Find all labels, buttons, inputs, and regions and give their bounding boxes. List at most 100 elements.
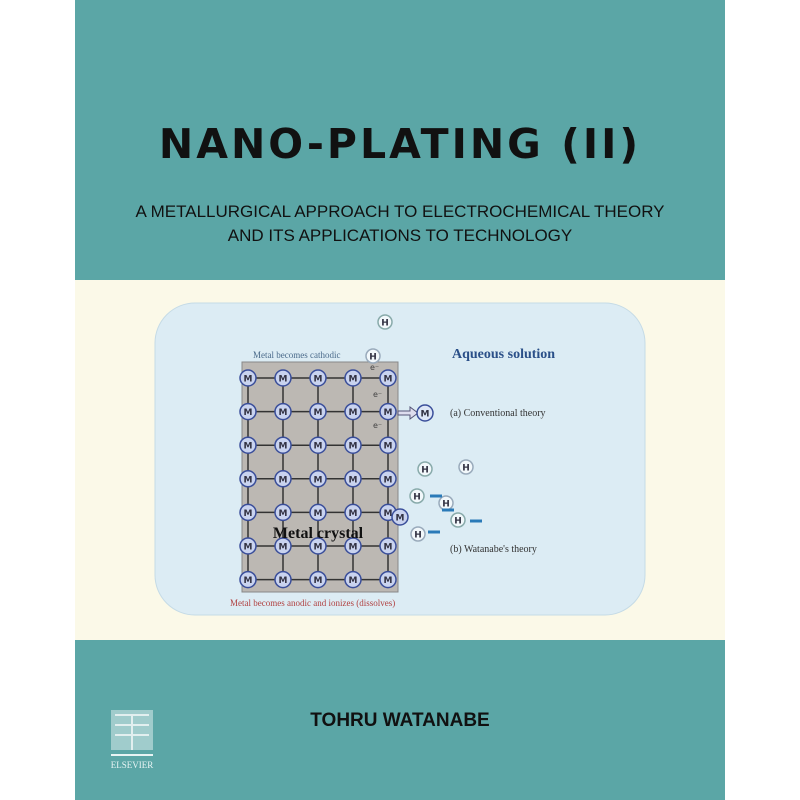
svg-text:M: M [244,509,253,519]
svg-text:M: M [314,442,323,452]
metal-atom: M [239,503,257,522]
metal-atom: M [379,570,397,589]
cathodic-label: Metal becomes cathodic [253,350,340,360]
hydrogen-atom: H [365,348,381,364]
svg-text:M: M [396,514,405,524]
svg-text:H: H [442,500,450,510]
electron-label: e⁻ [370,363,379,372]
metal-atom: M [309,436,327,454]
metal-atom: M [239,470,257,488]
svg-text:M: M [384,509,393,519]
svg-text:M: M [314,475,323,485]
metal-atom: M [344,570,362,589]
svg-text:H: H [421,466,429,476]
svg-text:M: M [279,442,288,452]
svg-text:M: M [384,576,393,586]
metal-atom: M [239,369,257,387]
svg-text:M: M [384,375,393,385]
metal-atom: M [344,503,362,522]
svg-text:H: H [454,517,462,527]
svg-text:M: M [244,475,253,485]
svg-text:M: M [244,543,253,553]
metal-ion: M [391,508,409,526]
svg-text:M: M [244,442,253,452]
metal-atom: M [239,436,257,454]
metal-atom: M [309,503,327,522]
metal-atom: M [274,369,292,387]
subtitle-line-2: AND ITS APPLICATIONS TO TECHNOLOGY [227,226,573,245]
metal-atom: M [379,470,397,488]
svg-text:M: M [384,475,393,485]
metal-atom: M [274,570,292,589]
hydrogen-atom: H [458,459,474,475]
metal-atom: M [379,369,397,387]
theory-b-label: (b) Watanabe's theory [450,544,537,555]
electron-label: e⁻ [373,421,382,430]
aqueous-label: Aqueous solution [452,347,555,362]
svg-text:M: M [314,408,323,418]
metal-atom: M [274,436,292,454]
svg-text:M: M [279,408,288,418]
aqueous-panel [154,302,646,616]
metal-atom: M [239,402,257,421]
hydrogen-atom: H [450,512,466,528]
svg-text:M: M [314,543,323,553]
hydrogen-atom: H [377,314,393,330]
svg-text:M: M [384,442,393,452]
metal-atom: M [309,470,327,488]
metal-atom: M [344,402,362,421]
svg-text:M: M [349,375,358,385]
metal-atom: M [309,369,327,387]
metal-atom: M [309,570,327,589]
metal-ion: M [416,404,434,422]
metal-atom: M [274,503,292,522]
electron-label: e⁻ [373,390,382,399]
svg-text:M: M [279,576,288,586]
book-title: NANO-PLATING (II) [158,120,642,168]
hydrogen-atom: H [417,461,433,477]
anodic-label: Metal becomes anodic and ionizes (dissol… [230,598,395,608]
book-subtitle: A METALLURGICAL APPROACH TO ELECTROCHEMI… [75,200,725,248]
metal-atom: M [239,537,257,555]
metal-atom: M [344,537,362,555]
metal-atom: M [274,537,292,555]
author-name: TOHRU WATANABE [310,710,490,731]
elsevier-logo: ELSEVIER [111,710,153,770]
lattice: M M M M M M M M M M M M M M M M M M M M M M M M M M M M M M M M M M M [239,369,397,589]
metal-atom: M [309,537,327,555]
svg-text:H: H [414,531,422,541]
theory-a-label: (a) Conventional theory [450,408,546,419]
svg-text:M: M [314,576,323,586]
metal-atom: M [239,570,257,589]
hydrogen-atom: H [410,526,426,542]
svg-text:M: M [349,408,358,418]
svg-text:M: M [244,408,253,418]
svg-text:M: M [349,576,358,586]
metal-atom: M [379,436,397,454]
svg-text:M: M [279,509,288,519]
subtitle-line-1: A METALLURGICAL APPROACH TO ELECTROCHEMI… [135,202,665,221]
metal-atom: M [274,402,292,421]
svg-text:M: M [384,408,393,418]
crystal-label: Metal crystal [273,525,364,542]
svg-text:M: M [421,410,430,420]
svg-text:M: M [349,475,358,485]
metal-atom: M [344,369,362,387]
dissolution-arrow [397,406,419,420]
metal-atom: M [379,402,397,421]
svg-text:M: M [279,375,288,385]
svg-text:M: M [314,375,323,385]
metal-atom: M [379,537,397,555]
svg-text:H: H [413,493,421,503]
metal-atom: M [344,470,362,488]
svg-text:M: M [279,475,288,485]
metal-atom: M [309,402,327,421]
svg-text:M: M [314,509,323,519]
svg-text:H: H [381,319,389,329]
svg-text:M: M [349,543,358,553]
hydrogen-atom: H [438,495,454,511]
metal-atom: M [274,470,292,488]
metal-atom: M [344,436,362,454]
